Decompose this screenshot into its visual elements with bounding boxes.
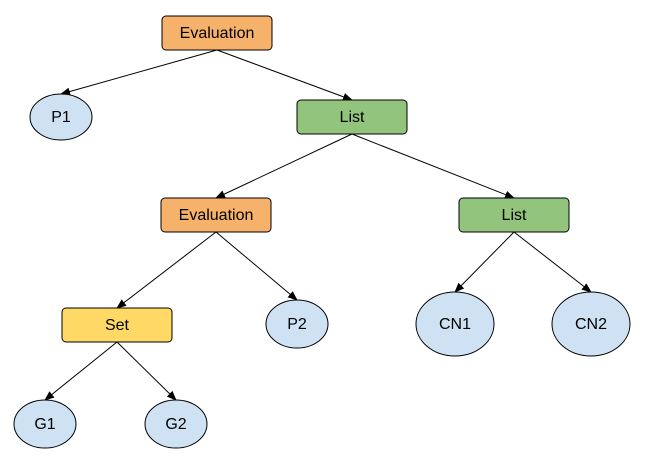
edge-eval_mid-to-p2 xyxy=(215,231,298,301)
node-g1: G1 xyxy=(13,399,77,449)
node-p1: P1 xyxy=(29,93,93,141)
node-ellipse xyxy=(144,399,208,449)
node-label: CN1 xyxy=(439,316,471,333)
node-set: Set xyxy=(61,307,173,343)
node-ellipse xyxy=(29,93,93,141)
node-p2: P2 xyxy=(265,299,329,349)
edge-eval_root-to-p1 xyxy=(60,49,218,96)
node-cn2: CN2 xyxy=(551,291,631,357)
node-list-mid: List xyxy=(458,197,570,233)
edge-list_top-to-eval_mid xyxy=(215,133,353,199)
node-box xyxy=(161,15,273,51)
edges-layer xyxy=(44,49,592,401)
node-eval-root: Evaluation xyxy=(161,15,273,51)
edge-eval_root-to-list_top xyxy=(216,49,353,101)
node-box xyxy=(458,197,570,233)
edge-list_mid-to-cn1 xyxy=(454,231,515,293)
node-label: List xyxy=(340,109,365,126)
edge-eval_mid-to-set xyxy=(116,231,217,309)
node-list-top: List xyxy=(296,99,408,135)
node-box xyxy=(61,307,173,343)
edge-list_top-to-list_mid xyxy=(351,133,515,199)
node-label: P2 xyxy=(287,316,307,333)
node-label: Evaluation xyxy=(180,25,255,42)
node-label: Set xyxy=(105,317,130,334)
node-label: G1 xyxy=(34,416,55,433)
node-g2: G2 xyxy=(144,399,208,449)
node-box xyxy=(160,197,272,233)
node-label: CN2 xyxy=(575,316,607,333)
node-label: List xyxy=(502,207,527,224)
edge-list_mid-to-cn2 xyxy=(513,231,592,293)
node-ellipse xyxy=(551,291,631,357)
node-ellipse xyxy=(265,299,329,349)
node-label: G2 xyxy=(165,416,186,433)
edge-set-to-g2 xyxy=(116,341,177,401)
node-box xyxy=(296,99,408,135)
edge-set-to-g1 xyxy=(44,341,118,401)
node-ellipse xyxy=(415,291,495,357)
node-ellipse xyxy=(13,399,77,449)
node-label: Evaluation xyxy=(179,207,254,224)
node-cn1: CN1 xyxy=(415,291,495,357)
node-label: P1 xyxy=(51,109,71,126)
node-eval-mid: Evaluation xyxy=(160,197,272,233)
